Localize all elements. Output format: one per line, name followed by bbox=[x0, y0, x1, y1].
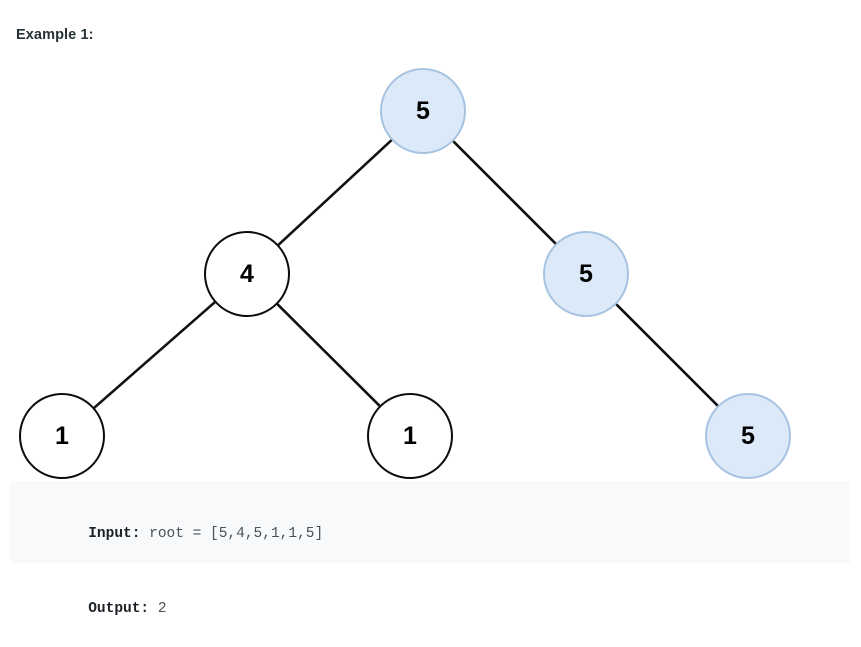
tree-node-label: 5 bbox=[579, 259, 593, 288]
example-panel: Example 1: 5 4 5 1 1 5 Input: root = [5,4,5,1… bbox=[0, 27, 861, 617]
tree-edge-group bbox=[92, 138, 720, 410]
page-title: Example 1: bbox=[16, 27, 94, 43]
tree-edge bbox=[614, 302, 720, 408]
tree-edge bbox=[451, 139, 558, 246]
tree-edge bbox=[275, 302, 382, 408]
binary-tree-diagram: 5 4 5 1 1 5 bbox=[0, 55, 861, 485]
tree-node-left-right: 1 bbox=[367, 393, 453, 479]
example-code-block: Input: root = [5,4,5,1,1,5] Output: 2 bbox=[10, 481, 850, 617]
tree-edge bbox=[92, 300, 217, 410]
tree-node-label: 1 bbox=[403, 421, 417, 450]
code-line-value: 2 bbox=[149, 601, 167, 617]
code-line: Output: 2 bbox=[36, 572, 850, 647]
tree-node-root: 5 bbox=[380, 68, 466, 154]
tree-node-label: 5 bbox=[741, 421, 755, 450]
code-line: Input: root = [5,4,5,1,1,5] bbox=[36, 497, 850, 572]
tree-node-label: 4 bbox=[240, 259, 254, 288]
tree-edge bbox=[276, 138, 394, 247]
tree-node-label: 1 bbox=[55, 421, 69, 450]
tree-node-right-right: 5 bbox=[705, 393, 791, 479]
tree-node-right: 5 bbox=[543, 231, 629, 317]
code-line-key: Input: bbox=[88, 526, 141, 542]
code-line-value: root = [5,4,5,1,1,5] bbox=[140, 526, 324, 542]
tree-node-left: 4 bbox=[204, 231, 290, 317]
tree-edges-svg bbox=[92, 138, 720, 410]
code-line-key: Output: bbox=[88, 601, 150, 617]
tree-node-left-left: 1 bbox=[19, 393, 105, 479]
tree-node-label: 5 bbox=[416, 96, 430, 125]
